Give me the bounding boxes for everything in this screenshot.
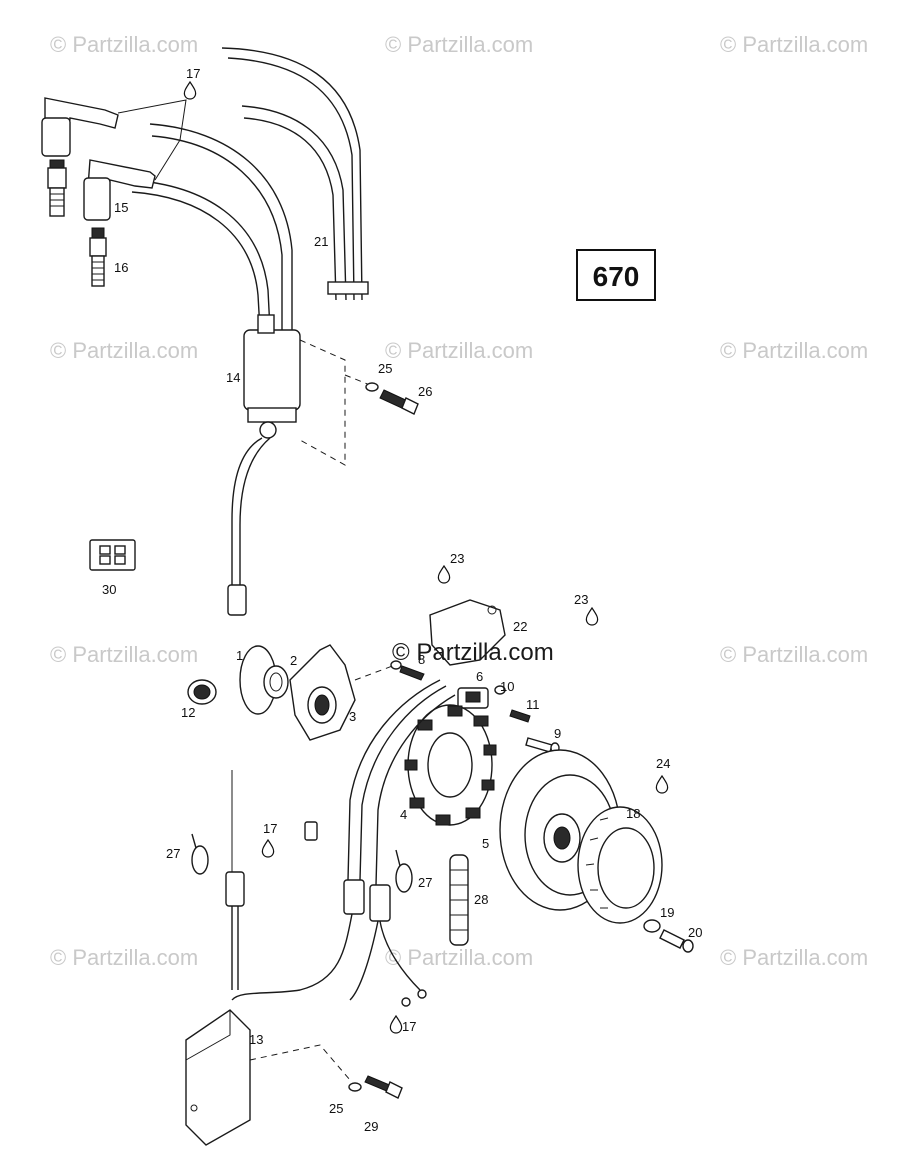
magneto-housing [289, 644, 356, 741]
screw-9 [525, 737, 560, 754]
connector-housing [89, 539, 136, 571]
watermark: © Partzilla.com [385, 32, 533, 57]
spark-plug-cap-upper [41, 97, 119, 217]
spark-plug-cap [83, 159, 156, 221]
callout-4: 4 [400, 807, 407, 822]
callout-30: 30 [102, 582, 116, 597]
callout-20: 20 [688, 925, 702, 940]
watermark: © Partzilla.com [50, 32, 198, 57]
callout-18: 18 [626, 806, 640, 821]
stator [404, 704, 497, 826]
callout-27: 27 [418, 875, 432, 890]
tie-wrap-left [191, 833, 209, 875]
callout-3: 3 [349, 709, 356, 724]
trigger-coil-cover [429, 599, 506, 666]
loctite-drop-icon [585, 606, 599, 626]
callout-29: 29 [364, 1119, 378, 1134]
watermark: © Partzilla.com [720, 945, 868, 970]
callout-19: 19 [660, 905, 674, 920]
callout-9: 9 [554, 726, 561, 741]
washer-19 [643, 919, 661, 933]
washer-10 [494, 685, 506, 695]
callout-26: 26 [418, 384, 432, 399]
callout-23: 23 [574, 592, 588, 607]
watermark: © Partzilla.com [720, 338, 868, 363]
oil-seal [263, 665, 289, 699]
callout-14: 14 [226, 370, 240, 385]
callout-8: 8 [418, 652, 425, 667]
callout-22: 22 [513, 619, 527, 634]
protective-sleeve [449, 854, 469, 946]
callout-5: 5 [482, 836, 489, 851]
callout-13: 13 [249, 1032, 263, 1047]
callout-25: 25 [329, 1101, 343, 1116]
inline-connector [225, 871, 245, 990]
callout-2: 2 [290, 653, 297, 668]
callout-28: 28 [474, 892, 488, 907]
wire-clip [304, 821, 318, 841]
callout-27: 27 [166, 846, 180, 861]
spark-plug [89, 227, 107, 287]
ring-gear [577, 806, 663, 924]
leader-line [354, 664, 396, 681]
harness-connector [343, 879, 365, 915]
washer-lower [348, 1082, 362, 1092]
screw-8 [390, 660, 425, 681]
callout-17: 17 [186, 66, 200, 81]
diagram-number-frame [576, 249, 656, 301]
loctite-drop-icon [655, 774, 669, 794]
trigger-coil [457, 687, 489, 709]
watermark: © Partzilla.com [50, 642, 198, 667]
callout-16: 16 [114, 260, 128, 275]
diagram-number-box: 670 [576, 249, 656, 301]
loctite-drop-icon [389, 1014, 403, 1034]
watermark: © Partzilla.com [50, 945, 198, 970]
callout-21: 21 [314, 234, 328, 249]
callout-6: 6 [476, 669, 483, 684]
callout-1: 1 [236, 648, 243, 663]
callout-23: 23 [450, 551, 464, 566]
harness-connector [369, 884, 391, 922]
spark-plug-cables [129, 47, 369, 345]
stator-wiring-harness [231, 679, 456, 1007]
diagram-number: 670 [593, 261, 640, 292]
screw-11 [509, 709, 531, 723]
washer-upper [365, 382, 379, 392]
center-watermark: © Partzilla.com [392, 639, 554, 666]
ignition-coil [227, 314, 301, 616]
callout-labels: 17 15 16 21 14 25 26 30 23 23 22 1 2 8 6… [102, 66, 702, 1134]
loctite-drop-icon [183, 80, 197, 100]
callout-15: 15 [114, 200, 128, 215]
coil-connector [227, 584, 247, 616]
callout-17: 17 [263, 821, 277, 836]
watermark: © Partzilla.com [720, 32, 868, 57]
cdi-module [185, 1009, 251, 1146]
cable-clamp [327, 281, 369, 295]
callout-25: 25 [378, 361, 392, 376]
bolt-upper [379, 389, 419, 415]
watermark: © Partzilla.com [385, 945, 533, 970]
leader-line [344, 374, 371, 386]
callout-12: 12 [181, 705, 195, 720]
watermark: © Partzilla.com [385, 338, 533, 363]
loctite-drop-icon [437, 564, 451, 584]
leader-line [299, 339, 346, 466]
grommet [187, 679, 217, 705]
watermark: © Partzilla.com [720, 642, 868, 667]
watermarks: © Partzilla.com © Partzilla.com © Partzi… [50, 32, 868, 970]
bolt-lower [364, 1075, 403, 1099]
leader-line [117, 99, 187, 181]
leader-line [249, 1044, 351, 1081]
callout-11: 11 [526, 697, 540, 712]
callout-17: 17 [402, 1019, 416, 1034]
callout-10: 10 [500, 679, 514, 694]
bolt-20 [659, 929, 694, 953]
callout-24: 24 [656, 756, 670, 771]
tie-wrap-right [395, 849, 413, 893]
loctite-drop-icon [261, 838, 275, 858]
watermark: © Partzilla.com [50, 338, 198, 363]
